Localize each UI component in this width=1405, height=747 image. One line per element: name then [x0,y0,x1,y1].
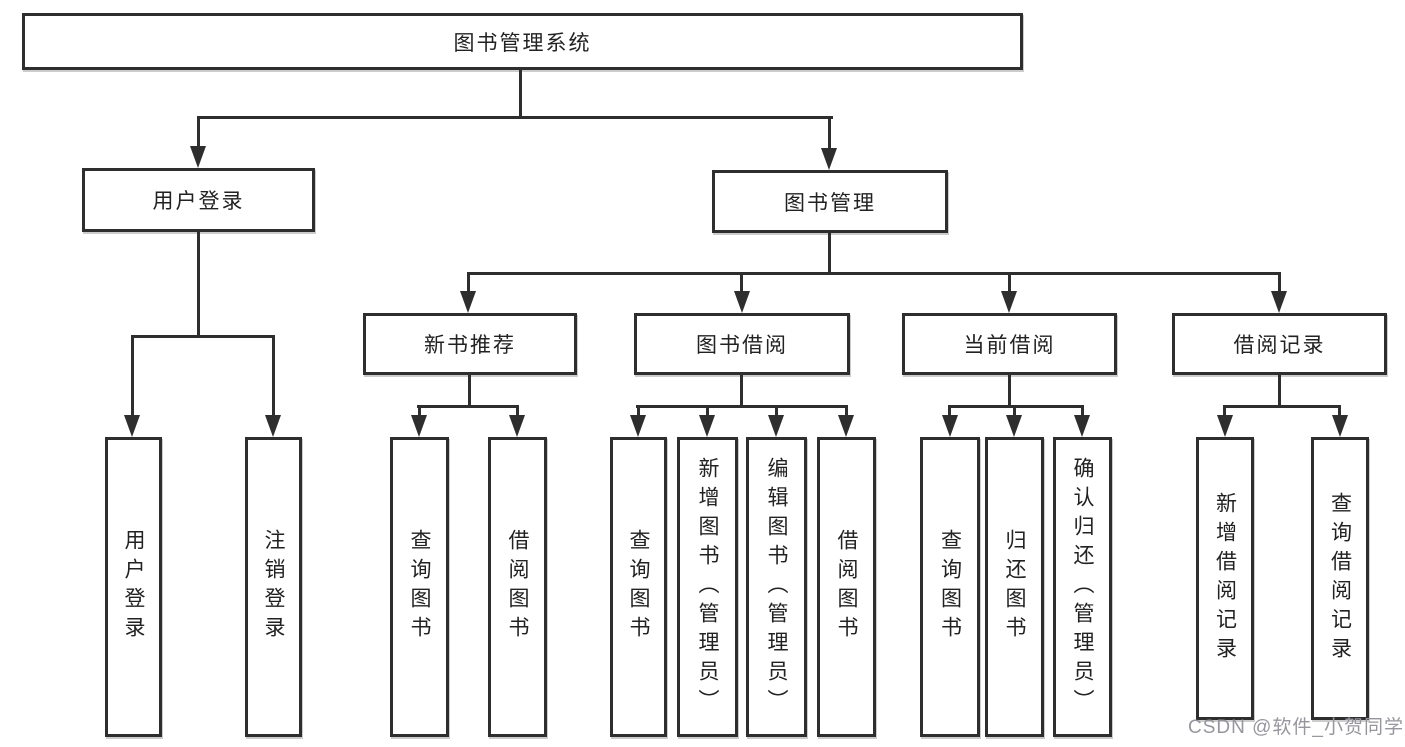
connector-stem [1008,373,1011,407]
leaf-query-borrow-record: 查询借阅记录 [1311,437,1369,720]
arrowhead-down-icon [768,415,784,437]
leaf-borrow-books-recommend: 借阅图书 [488,437,547,737]
connector-drop [775,405,778,417]
arrowhead-down-icon [838,415,854,437]
connector-stem [828,231,831,274]
arrowhead-down-icon [190,146,206,168]
leaf-label: 确认归还（管理员） [1071,456,1094,718]
arrowhead-down-icon [460,291,476,313]
leaf-confirm-return-admin: 确认归还（管理员） [1053,437,1112,737]
connector-rail [948,405,1084,408]
leaf-return-books: 归还图书 [985,437,1044,737]
connector-stem [197,230,200,337]
arrowhead-down-icon [1006,415,1022,437]
leaf-label: 注销登录 [262,529,285,645]
leaf-add-borrow-record: 新增借阅记录 [1196,437,1254,720]
node-user-login-module: 用户登录 [82,168,315,232]
connector-drop [197,116,200,148]
leaf-label: 编辑图书（管理员） [765,456,788,718]
connector-drop [1278,272,1281,292]
connector-rail [636,405,848,408]
connector-drop [1081,405,1084,417]
leaf-label: 借阅图书 [835,529,858,645]
node-book-borrow-label: 图书借阅 [696,334,788,357]
arrowhead-down-icon [509,415,525,437]
node-current-borrow-label: 当前借阅 [963,334,1056,357]
leaf-label: 归还图书 [1003,529,1026,645]
leaf-query-books-recommend: 查询图书 [390,437,449,737]
connector-drop [740,272,743,292]
leaf-label: 借阅图书 [506,529,529,645]
connector-drop [131,335,134,417]
arrowhead-down-icon [734,291,750,313]
connector-rail [417,405,519,408]
leaf-label: 查询图书 [938,529,962,645]
connector-drop [1013,405,1016,417]
connector-drop [1223,405,1226,417]
arrowhead-down-icon [411,415,427,437]
leaf-borrow-books: 借阅图书 [817,437,876,737]
connector-drop [418,405,421,417]
node-root-label: 图书管理系统 [453,31,592,55]
leaf-query-books-current: 查询图书 [920,437,980,737]
leaf-label: 查询图书 [627,529,650,645]
arrowhead-down-icon [630,415,646,437]
leaf-label: 查询借阅记录 [1328,491,1352,666]
node-current-borrow: 当前借阅 [902,313,1117,375]
leaf-add-books-admin: 新增图书（管理员） [677,437,738,737]
arrowhead-down-icon [699,415,715,437]
connector-drop [948,405,951,417]
arrowhead-down-icon [1332,415,1348,437]
connector-drop [637,405,640,417]
leaf-query-books-borrow: 查询图书 [610,437,667,737]
leaf-label: 新增借阅记录 [1213,491,1237,666]
arrowhead-down-icon [942,415,958,437]
arrowhead-down-icon [265,415,281,437]
connector-rail [467,272,1280,275]
arrowhead-down-icon [1271,291,1287,313]
connector-drop [828,116,831,150]
csdn-watermark: CSDN @软件_小贺同学 [1188,717,1404,738]
node-borrow-records: 借阅记录 [1172,313,1387,375]
connector-rail [197,116,833,119]
arrowhead-down-icon [1074,415,1090,437]
connector-drop [272,335,275,417]
connector-drop [1338,405,1341,417]
node-book-management-module: 图书管理 [712,170,948,233]
connector-stem [1278,373,1281,407]
connector-drop [1008,272,1011,292]
node-book-management-label: 图书管理 [784,191,876,215]
connector-stem [468,373,471,407]
node-root-book-management-system: 图书管理系统 [22,13,1023,70]
connector-drop [516,405,519,417]
leaf-user-login: 用户登录 [105,437,162,737]
leaf-label: 用户登录 [122,529,145,645]
arrowhead-down-icon [124,415,140,437]
arrowhead-down-icon [821,148,837,170]
leaf-logout: 注销登录 [245,437,302,737]
node-borrow-records-label: 借阅记录 [1233,334,1326,357]
leaf-label: 新增图书（管理员） [696,456,719,718]
leaf-edit-books-admin: 编辑图书（管理员） [746,437,807,737]
arrowhead-down-icon [1217,415,1233,437]
node-book-borrow: 图书借阅 [634,313,850,375]
connector-rail [1223,405,1341,408]
node-new-book-recommend-label: 新书推荐 [424,334,516,357]
connector-drop [467,272,470,292]
leaf-label: 查询图书 [408,529,431,645]
connector-drop [706,405,709,417]
node-user-login-label: 用户登录 [152,190,245,213]
connector-rail [131,335,275,338]
connector-drop [845,405,848,417]
connector-stem [740,373,743,407]
connector-stem [519,68,522,118]
arrowhead-down-icon [1001,291,1017,313]
node-new-book-recommend: 新书推荐 [363,313,577,375]
